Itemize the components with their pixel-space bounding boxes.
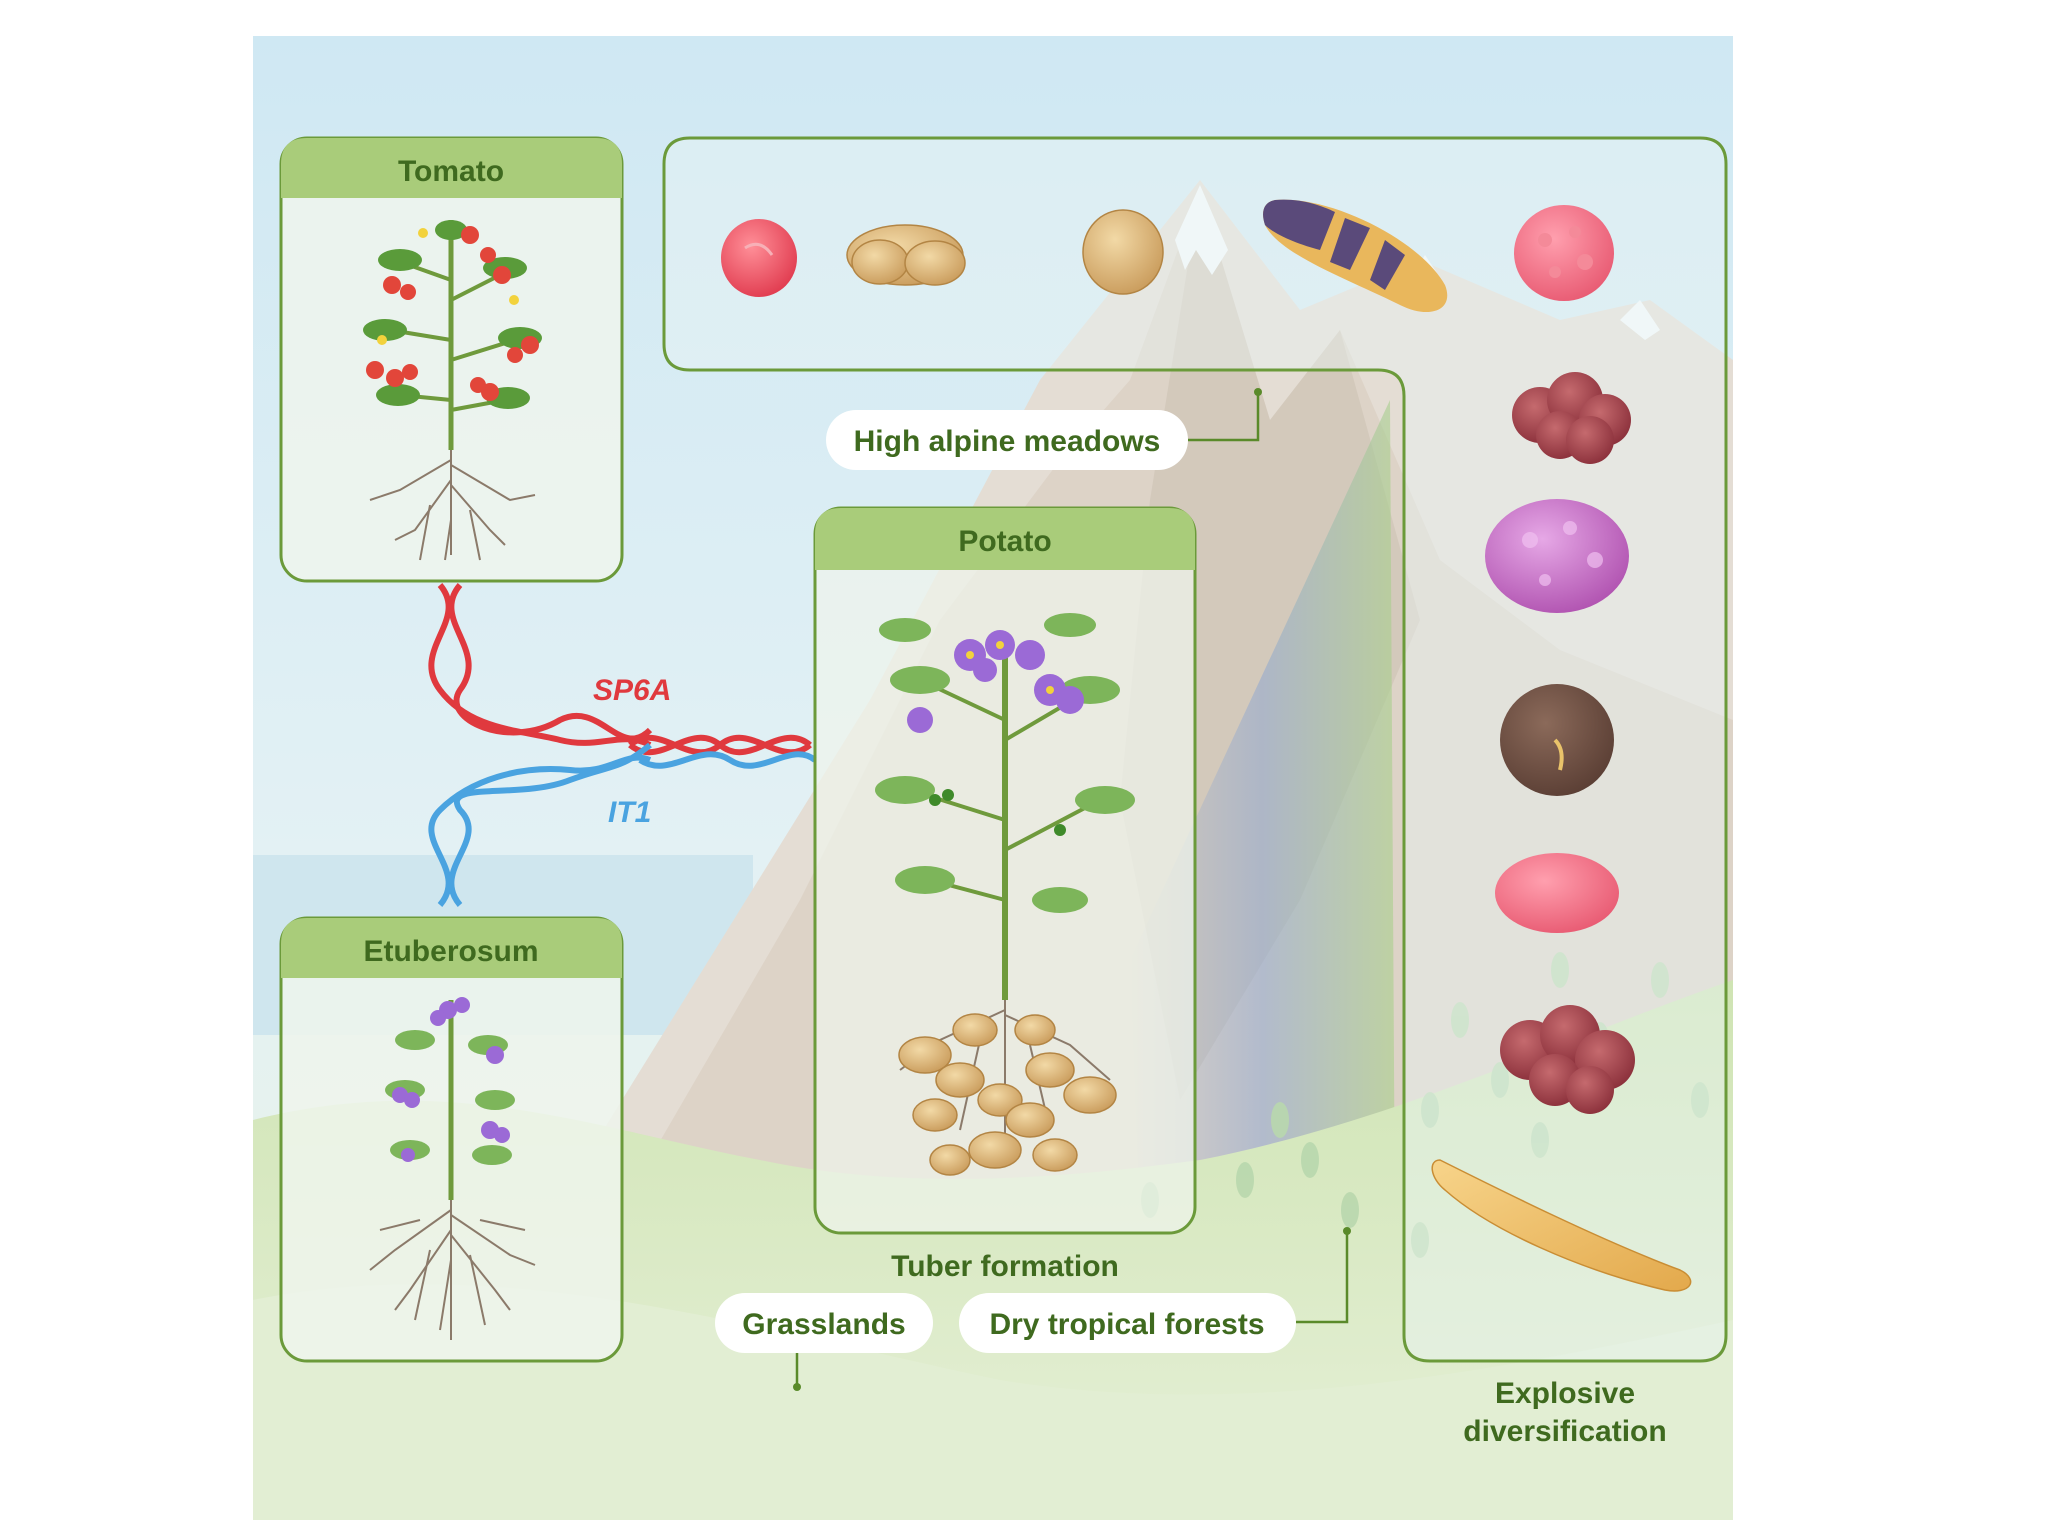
dark-red-clustered-tuber — [1500, 1005, 1635, 1114]
sp6a-label: SP6A — [593, 674, 671, 707]
yellow-elongated-tuber — [1431, 1159, 1692, 1292]
etuberosum-plant-illustration — [369, 997, 536, 1340]
snow-cap — [1620, 300, 1660, 340]
pink-spotted-tuber — [1514, 205, 1614, 301]
potato-tubers — [898, 1013, 1117, 1176]
purple-striped-tuber — [1263, 199, 1448, 313]
explosive-caption-line1: Explosive — [1495, 1377, 1635, 1410]
dry-forests-text: Dry tropical forests — [989, 1308, 1264, 1341]
etuberosum-panel: Etuberosum — [279, 916, 624, 1363]
maroon-clustered-tuber — [1512, 372, 1631, 464]
pink-flat-tuber — [1495, 853, 1619, 933]
potato-plant-illustration — [875, 613, 1135, 1176]
dry-forests-label: Dry tropical forests — [959, 1227, 1351, 1353]
purple-oval-tuber — [1485, 499, 1629, 613]
tomato-panel: Tomato — [279, 136, 624, 583]
alpine-meadows-text: High alpine meadows — [854, 425, 1161, 458]
tan-round-tuber — [1082, 209, 1164, 295]
tan-clustered-tuber — [846, 224, 966, 286]
diversification-panel — [662, 136, 1728, 1363]
potato-panel: Potato — [813, 506, 1197, 1235]
red-round-tuber — [721, 219, 797, 297]
tomato-plant-illustration — [363, 220, 542, 561]
it1-label: IT1 — [608, 796, 651, 829]
tuber-formation-caption: Tuber formation — [891, 1250, 1119, 1283]
grasslands-label: Grasslands — [715, 1293, 933, 1391]
grass-hills-front — [253, 1284, 1733, 1520]
it1-dna-helix — [428, 742, 817, 907]
alpine-meadows-label: High alpine meadows — [826, 388, 1262, 470]
explosive-caption-line2: diversification — [1463, 1415, 1666, 1448]
snow-cap — [1175, 185, 1228, 275]
grasslands-text: Grasslands — [742, 1308, 905, 1341]
diversified-tubers — [721, 199, 1692, 1292]
potato-panel-title: Potato — [958, 525, 1051, 558]
tomato-panel-title: Tomato — [398, 155, 504, 188]
etuberosum-panel-title: Etuberosum — [363, 935, 538, 968]
sp6a-dna-helix — [428, 583, 812, 756]
